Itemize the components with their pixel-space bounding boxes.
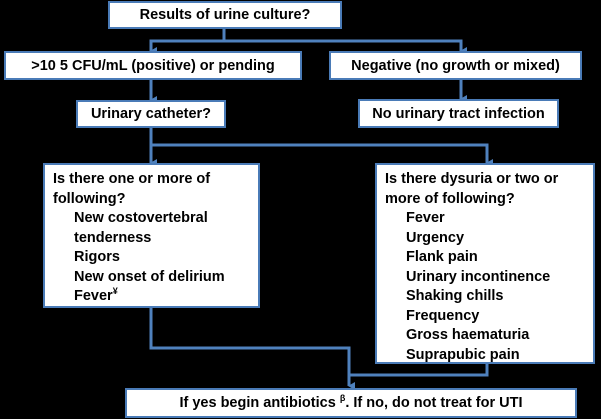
no-uti-box: No urinary tract infection (358, 99, 559, 128)
list-item-fever: Fever¥ (74, 287, 250, 307)
yes-criteria-box: Is there one or more of following? New c… (43, 163, 260, 308)
yes-label: Yes (117, 146, 142, 162)
no-criteria-list: Fever Urgency Flank pain Urinary inconti… (385, 209, 585, 365)
negative-text: Negative (no growth or mixed) (351, 57, 560, 74)
no-label: No (499, 146, 518, 162)
fever-text: Fever (74, 288, 113, 304)
list-item: Shaking chills (406, 288, 504, 304)
final-box: If yes begin antibiotics β. If no, do no… (125, 388, 577, 418)
list-item: Fever (406, 210, 445, 226)
list-item: Urgency (406, 229, 465, 246)
antibiotics-footnote-mark: β (339, 393, 346, 404)
yes-criteria-list: New costovertebral tenderness Rigors New… (53, 209, 250, 307)
list-item: Suprapubic pain (406, 346, 520, 363)
catheter-text: Urinary catheter? (90, 106, 212, 122)
list-item: Frequency (406, 307, 480, 324)
catheter-box: Urinary catheter? (76, 100, 226, 128)
no-question: Is there dysuria or two or more of follo… (385, 171, 559, 207)
no-uti-text: No urinary tract infection (372, 105, 545, 122)
connector-yes-to-final (149, 307, 355, 390)
connector-no-to-final (349, 363, 489, 377)
positive-text: >10 5 CFU/mL (positive) or pending (31, 57, 275, 74)
list-item: New onset of delirium (74, 268, 225, 285)
list-item: New costovertebral tenderness (74, 210, 208, 246)
list-item: Urinary incontinence (406, 268, 551, 285)
no-criteria-box: Is there dysuria or two or more of follo… (375, 163, 595, 364)
list-item: Flank pain (406, 249, 478, 265)
connector-to-positive (149, 39, 224, 55)
yes-question: Is there one or more of following? (53, 171, 211, 207)
results-text: Results of urine culture? (139, 7, 311, 23)
negative-box: Negative (no growth or mixed) (329, 51, 582, 80)
list-item: Gross haematuria (406, 327, 530, 343)
connector-no (151, 143, 493, 167)
fever-footnote-mark: ¥ (112, 286, 118, 297)
results-box: Results of urine culture? (108, 1, 342, 29)
connector-to-negative (224, 39, 467, 55)
final-text: If yes begin antibiotics β. If no, do no… (179, 393, 523, 411)
final-text-part1: If yes begin antibiotics (179, 395, 340, 411)
positive-box: >10 5 CFU/mL (positive) or pending (4, 51, 302, 80)
list-item: Rigors (74, 249, 120, 265)
final-text-part2: . If no, do not treat for UTI (345, 395, 523, 411)
